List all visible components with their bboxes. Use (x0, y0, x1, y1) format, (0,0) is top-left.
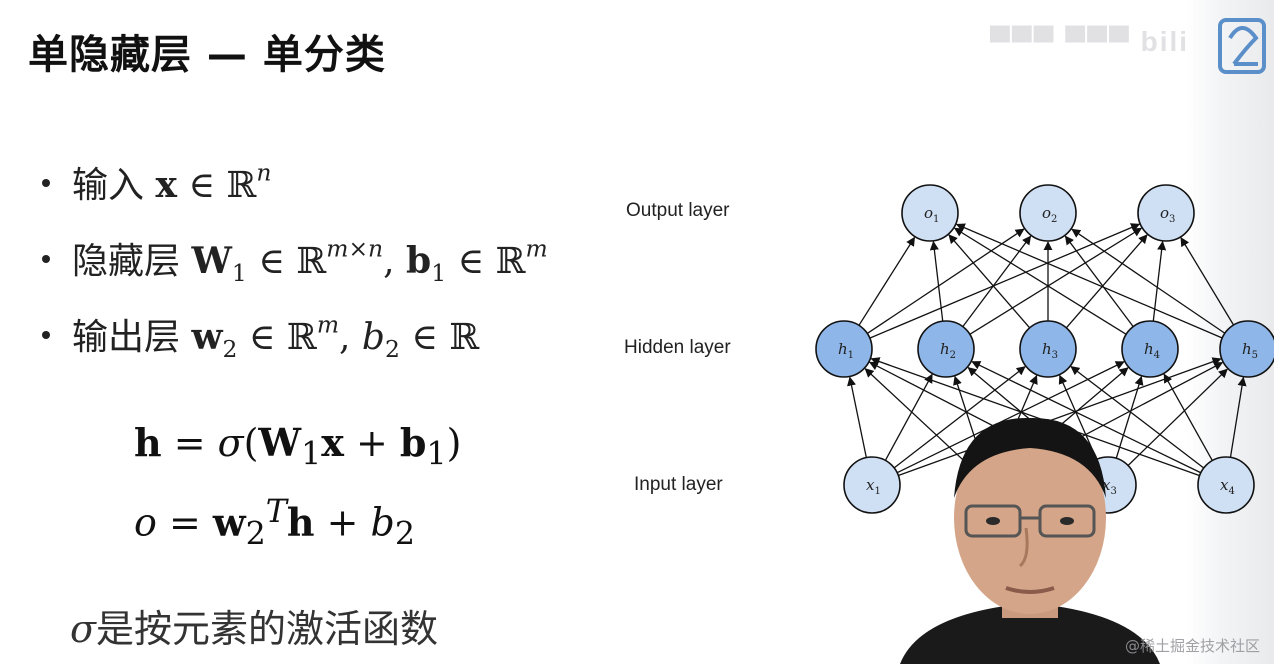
output-node-o2: o2 (1019, 184, 1077, 242)
connection-arrow (884, 373, 933, 461)
hidden-node-h5: h5 (1219, 320, 1274, 378)
connection-arrow (1229, 376, 1247, 458)
connection-arrow (948, 234, 1031, 329)
node-circle (1219, 320, 1274, 378)
node-circle (901, 184, 959, 242)
connection-arrow (1127, 368, 1228, 466)
node-circle (843, 456, 901, 514)
hidden-node-h4: h4 (1121, 320, 1179, 378)
connection-arrow (1152, 240, 1167, 322)
connection-arrow (866, 228, 1025, 335)
person-icon (900, 417, 1160, 664)
output-layer-label: Output layer (626, 200, 730, 221)
hidden-layer-label: Hidden layer (624, 337, 731, 358)
sigma-symbol: σ (70, 607, 96, 651)
hidden-node-h2: h2 (917, 320, 975, 378)
connection-arrow (1070, 366, 1205, 469)
activation-note-text: 是按元素的激活函数 (95, 607, 438, 651)
connection-arrow (1115, 375, 1144, 459)
input-layer-label: Input layer (634, 474, 723, 495)
presenter-video (900, 417, 1160, 664)
connection-arrow (869, 223, 1141, 339)
connection-arrow (1163, 373, 1213, 461)
equation-output: o = w2Th + b2 (134, 494, 416, 553)
connection-arrow (858, 236, 916, 326)
node-circle (1197, 456, 1255, 514)
bullet-output: 输出层 w2 ∈ ℝm, b2 ∈ ℝ (42, 308, 479, 363)
input-node-x4: x4 (1197, 456, 1255, 514)
node-circle (1121, 320, 1179, 378)
connection-arrow (1071, 228, 1226, 334)
node-circle (1019, 320, 1077, 378)
node-circle (917, 320, 975, 378)
connection-arrow (1180, 237, 1235, 326)
network-nodes: o1o2o3h1h2h3h4h5x1x2x3x4 (815, 184, 1274, 514)
bullet-input-math: x ∈ ℝn (155, 158, 272, 206)
connection-arrow (896, 361, 1125, 474)
bullet-dot (42, 179, 50, 187)
connection-arrow (893, 366, 1026, 469)
connection-arrow (864, 368, 970, 467)
output-node-o1: o1 (901, 184, 959, 242)
connection-arrow (870, 357, 1200, 477)
bullet-output-label: 输出层 (72, 317, 181, 358)
node-circle (1137, 184, 1195, 242)
connection-arrow (955, 223, 1223, 339)
node-circle (1019, 184, 1077, 242)
connection-arrow (953, 227, 1127, 335)
bullet-dot (42, 255, 50, 263)
bullet-output-math: w2 ∈ ℝm, b2 ∈ ℝ (191, 310, 480, 364)
hidden-node-h1: h1 (815, 320, 873, 378)
slide-title: 单隐藏层 — 单分类 (28, 32, 386, 78)
bullet-hidden: 隐藏层 W1 ∈ ℝm×n, b1 ∈ ℝm (42, 232, 548, 287)
bullet-hidden-label: 隐藏层 (72, 241, 181, 282)
input-node-x1: x1 (843, 456, 901, 514)
connection-arrow (971, 361, 1202, 474)
connection-arrow (1064, 235, 1134, 327)
activation-note: σ是按元素的激活函数 (70, 598, 438, 653)
hidden-node-h3: h3 (1019, 320, 1077, 378)
connection-arrow (929, 240, 944, 322)
node-circle (815, 320, 873, 378)
connection-arrow (962, 235, 1032, 327)
output-node-o3: o3 (1137, 184, 1195, 242)
bullet-hidden-math: W1 ∈ ℝm×n, b1 ∈ ℝm (191, 234, 548, 288)
video-watermark: ▀▀▀ ▀▀▀ bili (990, 26, 1190, 57)
connection-arrow (1065, 234, 1148, 329)
equation-hidden: h = σ(W1x + b1) (134, 420, 462, 473)
bullet-input: 输入 x ∈ ℝn (42, 156, 271, 208)
bullet-input-label: 输入 (72, 165, 145, 206)
footer-watermark: @稀土掘金技术社区 (1124, 637, 1260, 655)
bilibili-logo-icon (1218, 18, 1266, 74)
connection-arrow (969, 227, 1143, 335)
bullet-dot (42, 331, 50, 339)
connection-arrow (847, 376, 867, 458)
